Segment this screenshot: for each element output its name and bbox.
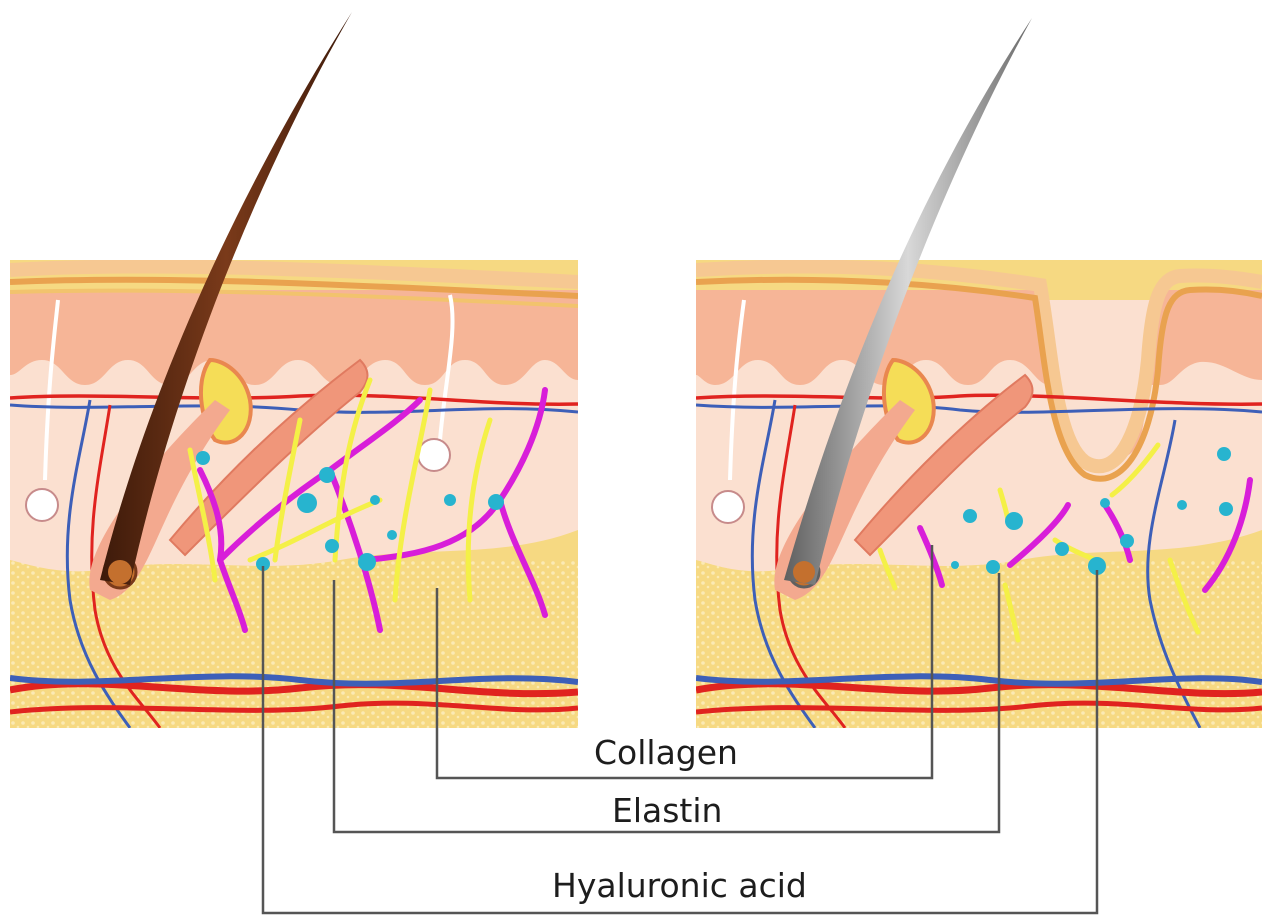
aged-skin-panel (696, 18, 1262, 728)
hyaluronic-acid-label: Hyaluronic acid (552, 866, 807, 905)
collagen-label: Collagen (594, 733, 738, 772)
young-skin-panel (10, 12, 578, 728)
elastin-label: Elastin (612, 791, 722, 830)
